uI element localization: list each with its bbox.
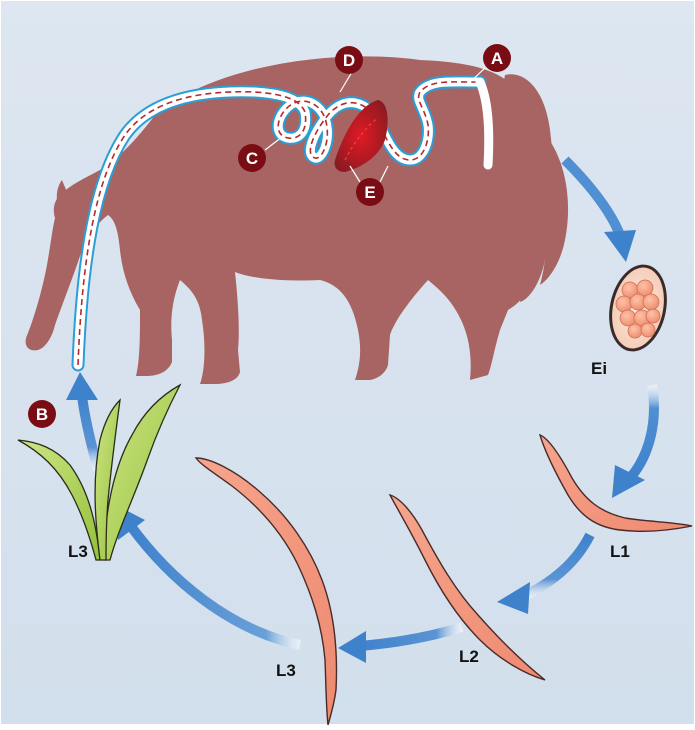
label-l3-ground: L3 [276,661,296,680]
label-l2: L2 [459,647,479,666]
label-egg: Ei [591,359,607,378]
marker-c-label: C [246,149,258,168]
marker-e-label: E [364,183,375,202]
marker-d-label: D [343,51,355,70]
label-l1: L1 [610,542,630,561]
marker-a-label: A [491,49,503,68]
marker-b: B [28,400,56,428]
label-l3-plant: L3 [68,542,88,561]
marker-b-label: B [36,405,48,424]
